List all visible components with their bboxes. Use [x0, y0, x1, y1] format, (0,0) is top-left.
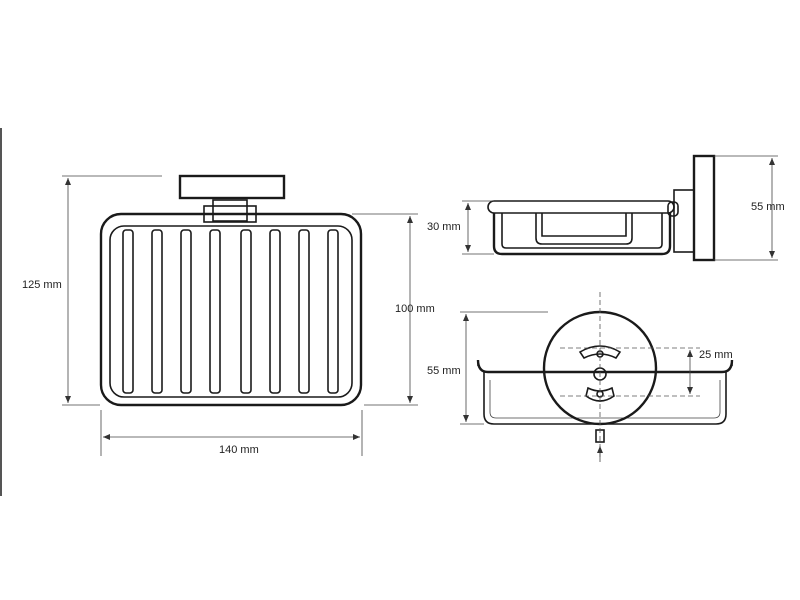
basket-height-label: 100 mm [395, 303, 435, 315]
front-bracket-inner [212, 199, 248, 222]
bottom-height-label: 55 mm [427, 365, 461, 377]
side-bracket-knob [667, 201, 679, 217]
side-view [487, 154, 716, 262]
side-basket-inner [501, 213, 663, 249]
basket-bar [298, 229, 310, 394]
bottom-dimensions: 55 mm 25 mm [427, 311, 733, 462]
front-basket-inner [109, 225, 353, 398]
bottom-tray-rim [477, 360, 733, 366]
bottom-view [476, 292, 734, 460]
front-wall-plate [178, 174, 286, 200]
front-dimensions: 125 mm 100 mm 140 mm [22, 175, 435, 456]
basket-bar [240, 229, 252, 394]
basket-bar [209, 229, 221, 394]
side-inner-dish-wall [541, 213, 627, 237]
side-top-rail [487, 200, 675, 214]
front-height-label: 125 mm [22, 279, 62, 291]
basket-bar [122, 229, 134, 394]
mounting-slot-top [578, 345, 622, 360]
front-view [99, 174, 363, 407]
side-wall-plate [692, 154, 716, 262]
bottom-offset-label: 25 mm [699, 349, 733, 361]
side-dimensions: 30 mm 55 mm [427, 155, 785, 261]
side-depth-label: 30 mm [427, 221, 461, 233]
basket-bar [269, 229, 281, 394]
mounting-slot-bottom [585, 386, 615, 402]
front-basket-outer [99, 212, 363, 407]
basket-bar [180, 229, 192, 394]
side-inner-dish [535, 213, 633, 245]
front-width-label: 140 mm [219, 444, 259, 456]
front-basket-bars [122, 229, 339, 394]
basket-bar [327, 229, 339, 394]
bottom-tray-inner [489, 380, 721, 419]
side-basket-body [492, 213, 672, 256]
page-edge-rule [0, 128, 2, 496]
side-height-label: 55 mm [751, 201, 785, 213]
side-bracket [673, 189, 695, 253]
basket-bar [151, 229, 163, 394]
